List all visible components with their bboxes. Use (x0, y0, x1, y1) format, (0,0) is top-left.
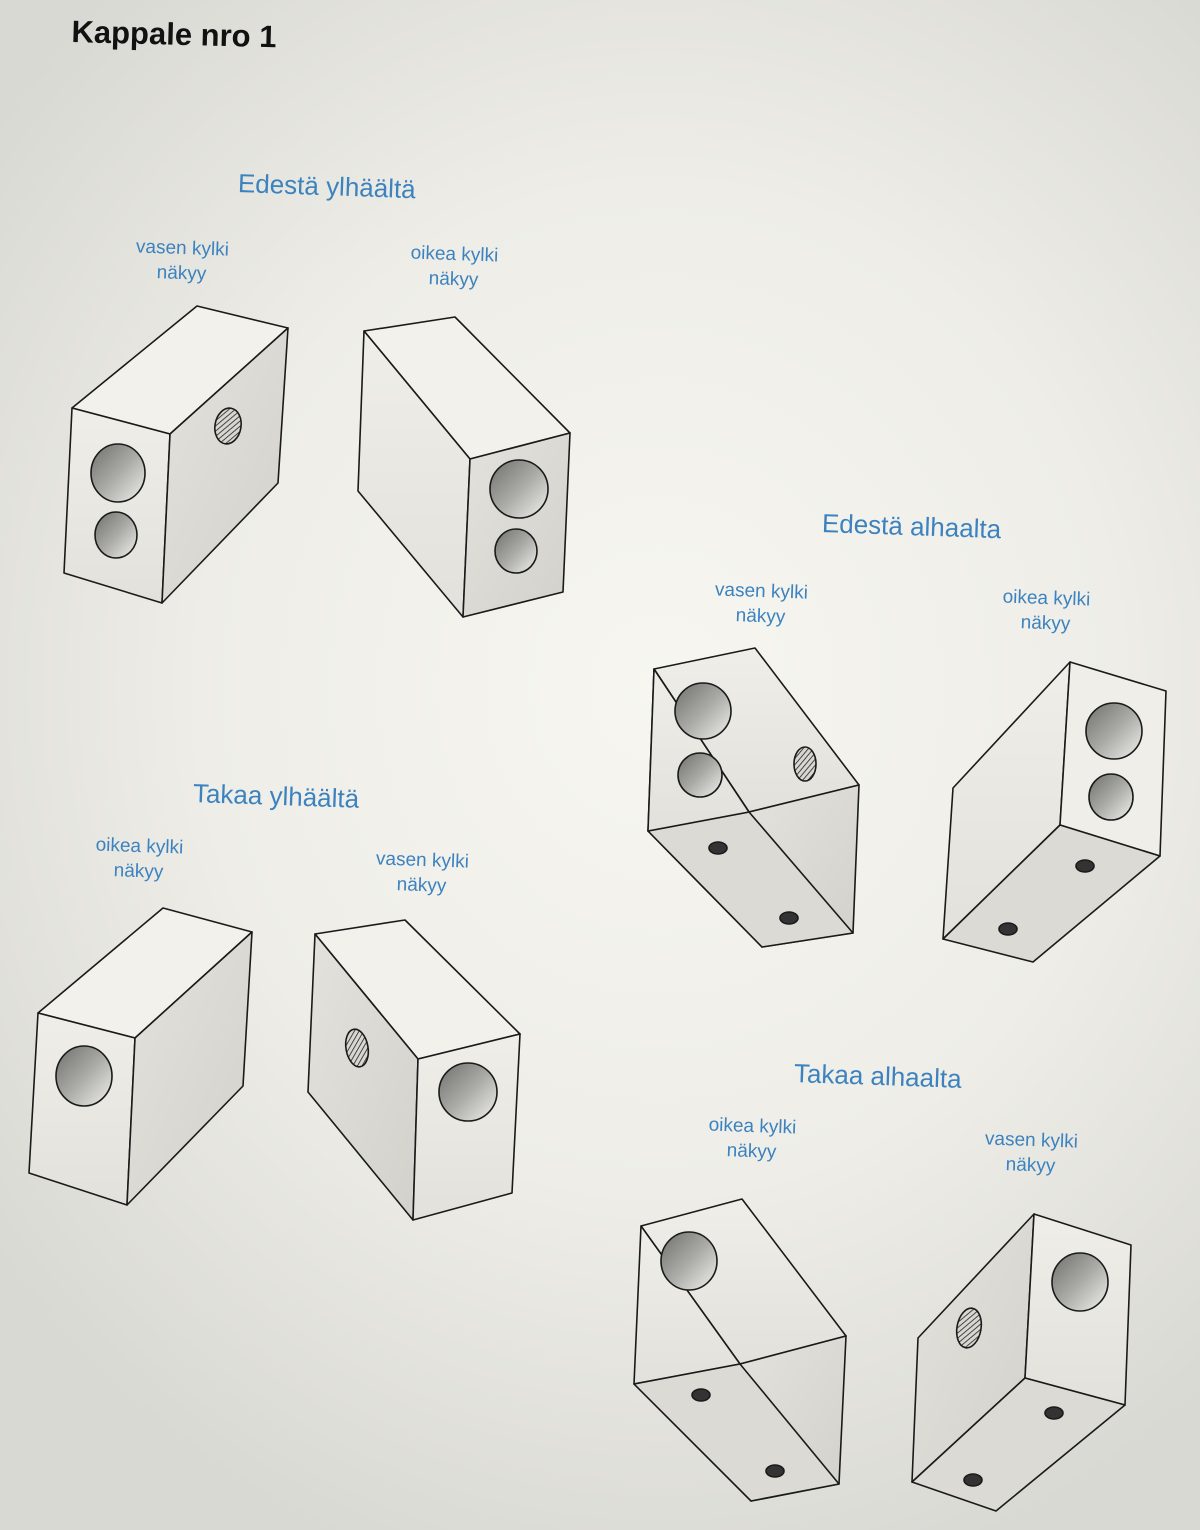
block-back-bottom-left-side (911, 1213, 1132, 1512)
block-front-top-left-side (63, 305, 289, 604)
block-back-bottom-right-side (633, 1198, 847, 1502)
block-front-bottom-right-side (942, 661, 1167, 963)
block-back-top-left-side (307, 919, 521, 1221)
block-front-bottom-left-side (647, 647, 860, 948)
block-front-top-right-side (357, 316, 571, 618)
block-back-top-right-side (28, 907, 253, 1206)
